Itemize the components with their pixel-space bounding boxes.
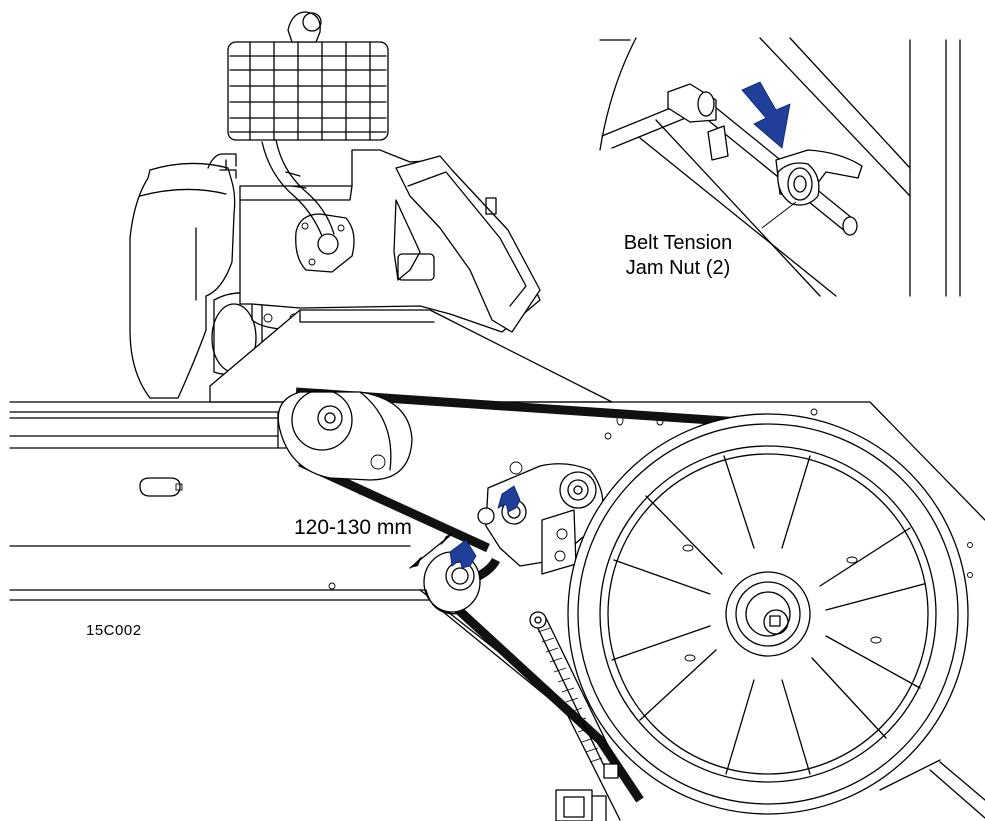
drive-pulley bbox=[567, 413, 969, 815]
adjust-arrows bbox=[449, 485, 521, 569]
figure-id-label: 15C002 bbox=[86, 622, 142, 639]
jam-nut-inset bbox=[599, 37, 961, 297]
engine-base-plate bbox=[209, 309, 613, 403]
measurement-label: 120-130 mm bbox=[294, 516, 412, 539]
jam-nut-label-line1: Belt Tension bbox=[623, 232, 733, 254]
bottom-fitting bbox=[555, 789, 607, 821]
engine-assembly bbox=[129, 11, 541, 399]
engine-pulley bbox=[277, 389, 413, 481]
jam-nut-label: Belt Tension Jam Nut (2) bbox=[598, 231, 758, 281]
jam-nut-label-line2: Jam Nut (2) bbox=[625, 257, 731, 279]
measurement-indicator bbox=[409, 533, 453, 569]
